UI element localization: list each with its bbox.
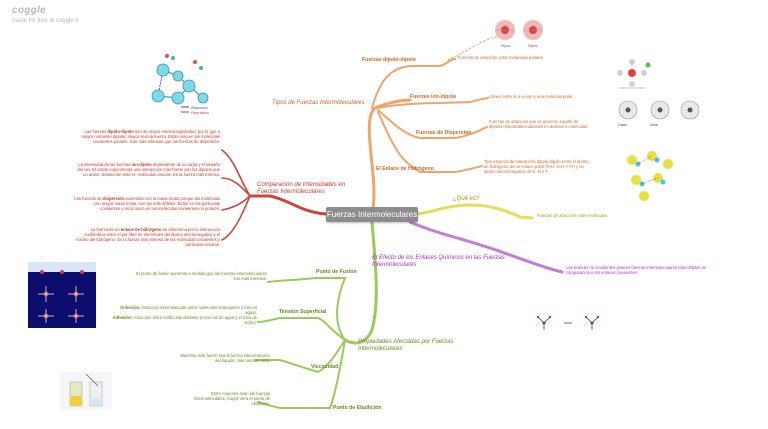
desc-dipolo-dipolo: Fuerzas de atracción entre moléculas pol… — [458, 55, 544, 60]
label-repulsion: Repulsión — [191, 110, 209, 115]
hydrogen-bond-image — [627, 151, 673, 201]
label-dipolo-2: Dipolo — [528, 44, 538, 48]
desc-viscosidad: Mientras más fuerte sea la fuerza interm… — [180, 353, 270, 363]
dispersion-image: Catión Anión — [618, 100, 700, 127]
desc-tension: Cohesión: Atracción intermolecular entre… — [112, 305, 257, 325]
note-dipolo-dipolo: Las fuerzas dipolo-dipolo son de mayor e… — [81, 129, 220, 144]
desc-dispersion: Fuerzas de atracción que se generan a pa… — [489, 119, 589, 129]
node-hidrogeno[interactable]: El Enlace de Hidrógeno — [376, 166, 434, 172]
dipole-image: Dipolo Dipolo — [495, 20, 543, 48]
surface-tension-image — [28, 262, 96, 328]
desc-punto-fusion: El punto de fusión aumenta a medida que … — [136, 271, 267, 281]
note-dispersion: Las fuerzas de dispersión aumentan con l… — [74, 196, 220, 211]
node-dipolo-dipolo[interactable]: Fuerzas dipolo-dipolo — [362, 57, 416, 63]
test-tubes-image — [60, 372, 112, 410]
desc-que-es: Fuerzas de atracción entre moléculas. — [537, 213, 608, 218]
molecule-network-image: Atracción Repulsión — [151, 54, 209, 115]
node-efecto[interactable]: El Efecto de los Enlaces Químicos en las… — [372, 255, 505, 269]
node-dispersion[interactable]: Fuerzas de Dispersión — [416, 130, 472, 136]
node-que-es[interactable]: ¿Qué es? — [453, 196, 480, 202]
ion-dipole-image — [617, 59, 651, 89]
label-cation: Catión — [618, 123, 627, 127]
label-anion: Anión — [650, 123, 658, 127]
desc-ion-dipolo: Atraen entre sí a un ion y una molécula … — [489, 94, 573, 99]
made-for-free-note[interactable]: made for free at coggle.it — [12, 18, 79, 24]
node-propiedades[interactable]: Propiedades Afectadas por Fuerzas Interm… — [358, 339, 454, 353]
note-hidrogeno: La fuerza de un enlace de hidrógeno se d… — [76, 227, 220, 247]
molecule-resonance-image — [536, 315, 600, 330]
coggle-logo: coggle — [12, 5, 47, 16]
central-node[interactable]: Fuerzas Intermoleculares — [326, 207, 418, 222]
node-tension[interactable]: Tensión Superficial — [279, 309, 327, 315]
desc-hidrogeno: Tipo especial de interacción dipolo-dipo… — [484, 159, 589, 174]
desc-efecto: Los enlaces no covalentes poseen fuerzas… — [566, 265, 707, 275]
node-ion-dipolo[interactable]: Fuerzas ion-dipolo — [410, 94, 457, 100]
node-comparacion[interactable]: Comparación de Intensidades en Fuerzas I… — [257, 182, 346, 196]
node-punto-ebullicion[interactable]: Punto de Ebullición — [333, 405, 382, 411]
label-dipolo: Dipolo — [501, 44, 511, 48]
node-punto-fusion[interactable]: Punto de Fusión — [316, 269, 357, 275]
node-tipos[interactable]: Tipos de Fuerzas Intermoleculares — [272, 100, 365, 106]
desc-punto-ebullicion: Entre mayores sean las fuerzas intermole… — [194, 391, 270, 406]
label-atraccion: Atracción — [191, 105, 208, 110]
node-viscosidad[interactable]: Viscosidad — [311, 364, 339, 370]
note-ion-dipolo: La intensidad de las fuerzas ion-dipolo … — [77, 162, 220, 177]
